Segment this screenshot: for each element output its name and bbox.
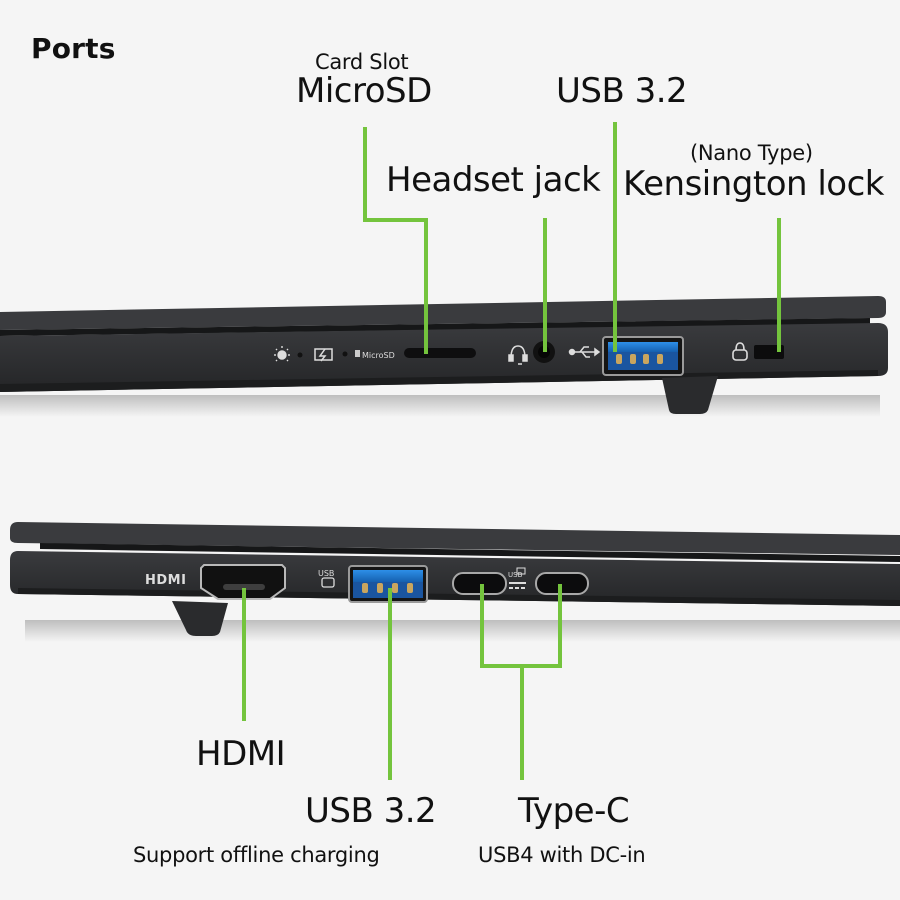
kensington-lock-icon: [732, 342, 748, 361]
typec-port-2: [535, 572, 589, 595]
callout-line-typec: [480, 584, 484, 668]
battery-charge-icon: [314, 348, 333, 362]
callout-line-headset: [543, 218, 547, 352]
hdmi-engraving: HDMI: [145, 573, 186, 588]
callout-line-usb-top: [613, 122, 617, 352]
page-title: Ports: [31, 32, 116, 65]
label-usb32-top: USB 3.2: [556, 71, 688, 111]
svg-text:USB: USB: [508, 571, 523, 579]
headset-icon: [508, 345, 528, 365]
label-typec: Type-C: [518, 791, 630, 831]
usb-icon: [568, 346, 601, 358]
callout-line-microsd: [363, 127, 367, 221]
callout-line-kensington: [777, 218, 781, 352]
label-microsd-sub: Card Slot: [315, 50, 409, 74]
label-microsd: MicroSD: [296, 71, 432, 111]
label-kensington-sub: (Nano Type): [690, 141, 813, 165]
microsd-slot: [404, 348, 476, 358]
callout-line-microsd: [424, 218, 428, 354]
hdmi-port: [200, 564, 286, 600]
label-headset-jack: Headset jack: [386, 160, 601, 200]
svg-text:USB: USB: [318, 569, 334, 578]
typec-port-1: [452, 572, 507, 595]
dc-in-icon: [509, 582, 526, 589]
label-typec-sub: USB4 with DC-in: [478, 843, 646, 867]
callout-line-typec: [520, 664, 524, 780]
callout-line-microsd: [363, 218, 427, 222]
usb-charge-icon: USB: [318, 569, 335, 588]
display-port-icon: USB: [508, 567, 526, 579]
top-laptop: MicroSD: [0, 296, 888, 417]
callout-line-usb-bottom: [388, 588, 392, 780]
kensington-slot: [754, 345, 784, 359]
microsd-engraving: MicroSD: [362, 351, 395, 360]
bottom-laptop: HDMI USB USB: [10, 522, 900, 642]
label-usb32-bottom-sub: Support offline charging: [133, 843, 380, 867]
callout-line-hdmi: [242, 588, 246, 721]
sd-card-icon: [355, 350, 360, 357]
usb-a-port-bottom: [348, 565, 428, 603]
callout-line-typec: [558, 584, 562, 668]
label-usb32-bottom: USB 3.2: [305, 791, 437, 831]
light-bulb-icon: [274, 346, 290, 362]
label-kensington-lock: Kensington lock: [623, 164, 884, 204]
label-hdmi: HDMI: [196, 734, 286, 774]
usb-a-port-top: [602, 336, 684, 376]
